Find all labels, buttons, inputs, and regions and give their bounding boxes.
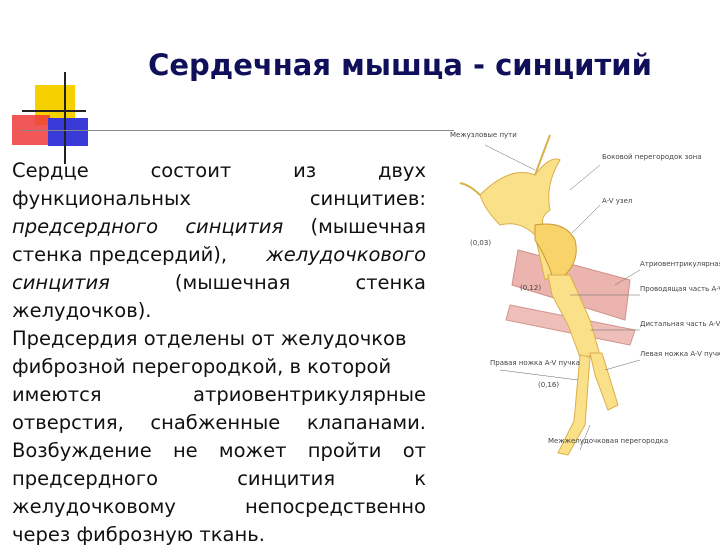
word: синцития [185,215,284,238]
right-branch [557,354,591,456]
text-line: желудочков). [12,299,152,322]
word: Сердце [12,159,89,182]
text-line: желудочковому непосредственно [12,493,426,521]
word: двух [377,159,426,182]
text-line: Сердце состоит из двух [12,157,426,185]
word: отверстия, [12,411,124,434]
label-nodal: Межузловые пути [450,131,517,139]
word: предсердного [12,467,159,490]
label-time-3: (0,16) [538,381,559,389]
leader-line [484,144,536,171]
word: к [414,467,426,490]
decor-blue-square [48,118,88,146]
word: (мышечная [174,271,291,294]
word: предсердного [12,215,159,238]
leader-line [571,204,601,234]
leader-line [569,164,601,191]
text-line: Возбуждение не может пройти от [12,437,426,465]
word: непосредственно [244,495,426,518]
label-av-node: A-V узел [602,197,632,205]
word: Возбуждение [12,439,152,462]
word: от [402,439,426,462]
conduction-system-figure: Межузловые пути Боковой перегородок зона… [450,131,720,456]
text-line: предсердного синцития (мышечная [12,213,426,241]
word: не [172,439,198,462]
label-septum: Межжелудочковая перегородка [548,437,668,445]
left-branch [589,352,619,411]
word: стенка предсердий), [12,243,228,266]
text-line: предсердного синцития к [12,465,426,493]
av-bundle [547,274,601,358]
title-divider [22,130,454,131]
label-right-branch: Правая ножка A-V пучка [490,359,580,367]
label-distal: Дистальная часть A-V пучка [640,320,720,328]
label-time-2: (0,12) [520,284,541,292]
word: снабженные [150,411,281,434]
word: функциональных [12,187,191,210]
pathway-line [459,182,481,196]
word: имеются [12,383,102,406]
leader-line [499,369,579,381]
slide-paragraph: Сердце состоит из двух функциональных си… [12,157,426,549]
slide-title: Сердечная мышца - синцитий [148,48,652,82]
text-line: через фиброзную ткань. [12,523,265,546]
decor-vertical-line [64,72,66,164]
text-line: имеются атриовентрикулярные [12,381,426,409]
pathway-line [534,134,551,176]
text-line: отверстия, снабженные клапанами. [12,409,426,437]
word: из [293,159,317,182]
word: синцитиев: [309,187,426,210]
word: фиброзной перегородкой, в которой [12,355,392,378]
text-line: стенка предсердий), желудочкового [12,241,426,269]
text-line: синцития (мышечная стенка [12,269,426,297]
text-line: фиброзной перегородкой, в которой [12,353,426,381]
word: стенка [355,271,426,294]
label-fibrous: Атриовентрикулярная фиброзная перегородк… [640,260,720,268]
word: может [218,439,287,462]
label-penetrating: Проводящая часть A-V пучка [640,285,720,293]
leader-line [604,359,641,371]
av-node [534,223,577,276]
word: синцития [237,467,336,490]
word: желудочкового [266,243,426,266]
text-line: функциональных синцитиев: [12,185,426,213]
word: клапанами. [306,411,426,434]
label-time-1: (0,03) [470,239,491,247]
label-sinus: Боковой перегородок зона [602,153,702,161]
word: синцития [12,271,110,294]
word: Предсердия отделены от желудочков [12,327,407,350]
word: желудочковому [12,495,176,518]
label-left-branch: Левая ножка A-V пучка [640,350,720,358]
decor-horizontal-line [22,110,86,112]
word: атриовентрикулярные [193,383,426,406]
word: пройти [307,439,382,462]
word: (мышечная [310,215,426,238]
leader-line [579,424,591,451]
word: состоит [150,159,232,182]
leader-line [614,269,641,286]
text-line: Предсердия отделены от желудочков [12,325,426,353]
